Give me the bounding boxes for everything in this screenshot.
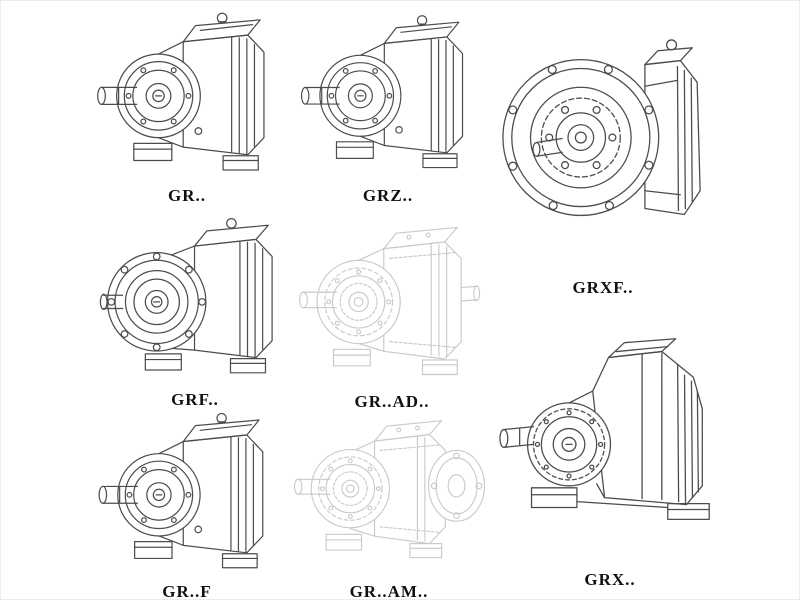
- gr-am-gearbox-drawing: [293, 420, 486, 559]
- grxf-gearbox-drawing: [502, 39, 701, 217]
- figure-grx-label: GRX..: [584, 570, 636, 589]
- figure-gr-ad: GR..AD..: [292, 210, 492, 410]
- grx-gearbox-drawing: [499, 338, 710, 521]
- figure-gr-f: GR..F: [92, 406, 282, 600]
- figure-grxf: GRXF..: [497, 6, 709, 296]
- figure-grf-label: GRF..: [171, 390, 219, 409]
- figure-gr-am: GR..AM..: [288, 402, 490, 600]
- figure-grx: GRX..: [494, 300, 726, 588]
- figure-gr-label: GR..: [168, 186, 206, 205]
- grf-gearbox-drawing: [99, 218, 273, 374]
- figure-grf: GRF..: [96, 212, 294, 408]
- figure-gr-f-label: GR..F: [162, 582, 212, 600]
- figure-grxf-label: GRXF..: [572, 278, 634, 297]
- gr-gearbox-drawing: [97, 12, 265, 171]
- figure-gr-am-label: GR..AM..: [349, 582, 429, 600]
- figure-gr-ad-label: GR..AD..: [354, 392, 430, 411]
- grz-gearbox-drawing: [300, 15, 464, 169]
- gr-ad-gearbox-drawing: [299, 226, 481, 376]
- gr-f-gearbox-drawing: [98, 412, 264, 569]
- figure-grz-label: GRZ..: [362, 186, 414, 205]
- figure-gr: GR..: [92, 4, 282, 204]
- figure-grz: GRZ..: [296, 4, 480, 204]
